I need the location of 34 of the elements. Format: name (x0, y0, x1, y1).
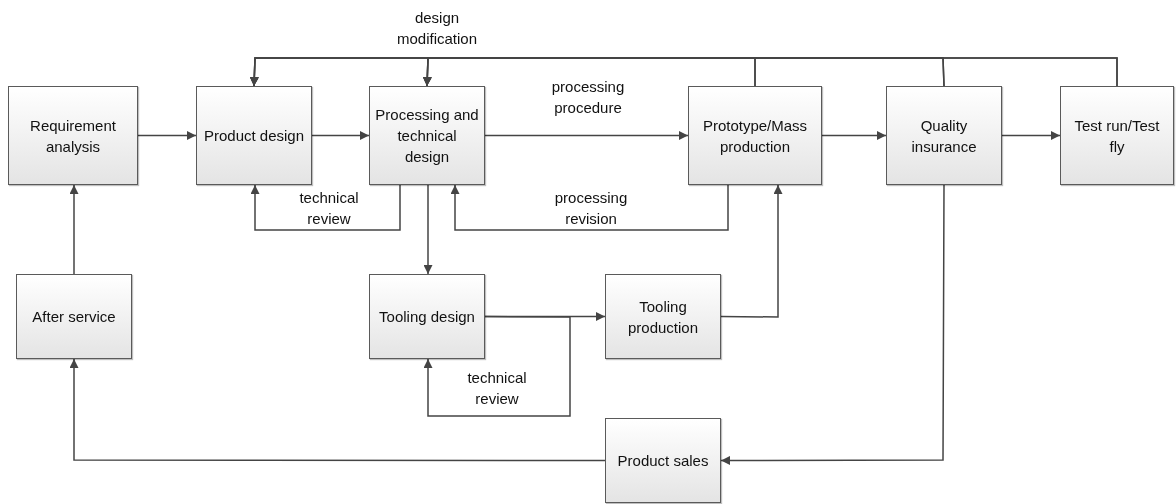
arrow (720, 184, 945, 465)
arrow (1001, 131, 1061, 140)
box-label: Test run/Test fly (1073, 115, 1161, 157)
box-label: Requirement analysis (29, 115, 117, 157)
arrow (450, 184, 729, 231)
arrow (69, 184, 79, 275)
box-label: Product sales (617, 451, 709, 471)
box-label: Tooling production (626, 296, 700, 338)
process-box (8, 86, 138, 185)
process-box (196, 86, 312, 185)
process-box (369, 86, 485, 185)
arrow (423, 184, 433, 275)
process-box (886, 86, 1002, 185)
arrow (137, 131, 197, 140)
box-label: Product design (203, 126, 305, 146)
process-box (1060, 86, 1174, 185)
arrow (250, 184, 401, 231)
process-box (16, 274, 132, 359)
arrow (821, 131, 887, 140)
process-box (369, 274, 485, 359)
arrow (423, 315, 571, 417)
process-box (688, 86, 822, 185)
arrow (422, 57, 1118, 87)
arrow (720, 184, 783, 318)
process-box (605, 274, 721, 359)
process-box (605, 418, 721, 503)
box-label: Prototype/Mass production (701, 115, 809, 157)
arrow (311, 131, 370, 140)
box-label: After service (32, 307, 116, 327)
box-label: Quality insurance (910, 115, 978, 157)
box-label: Tooling design (379, 307, 475, 327)
box-label: Processing and technical design (374, 105, 480, 167)
arrow (69, 358, 606, 462)
arrow (484, 131, 689, 140)
